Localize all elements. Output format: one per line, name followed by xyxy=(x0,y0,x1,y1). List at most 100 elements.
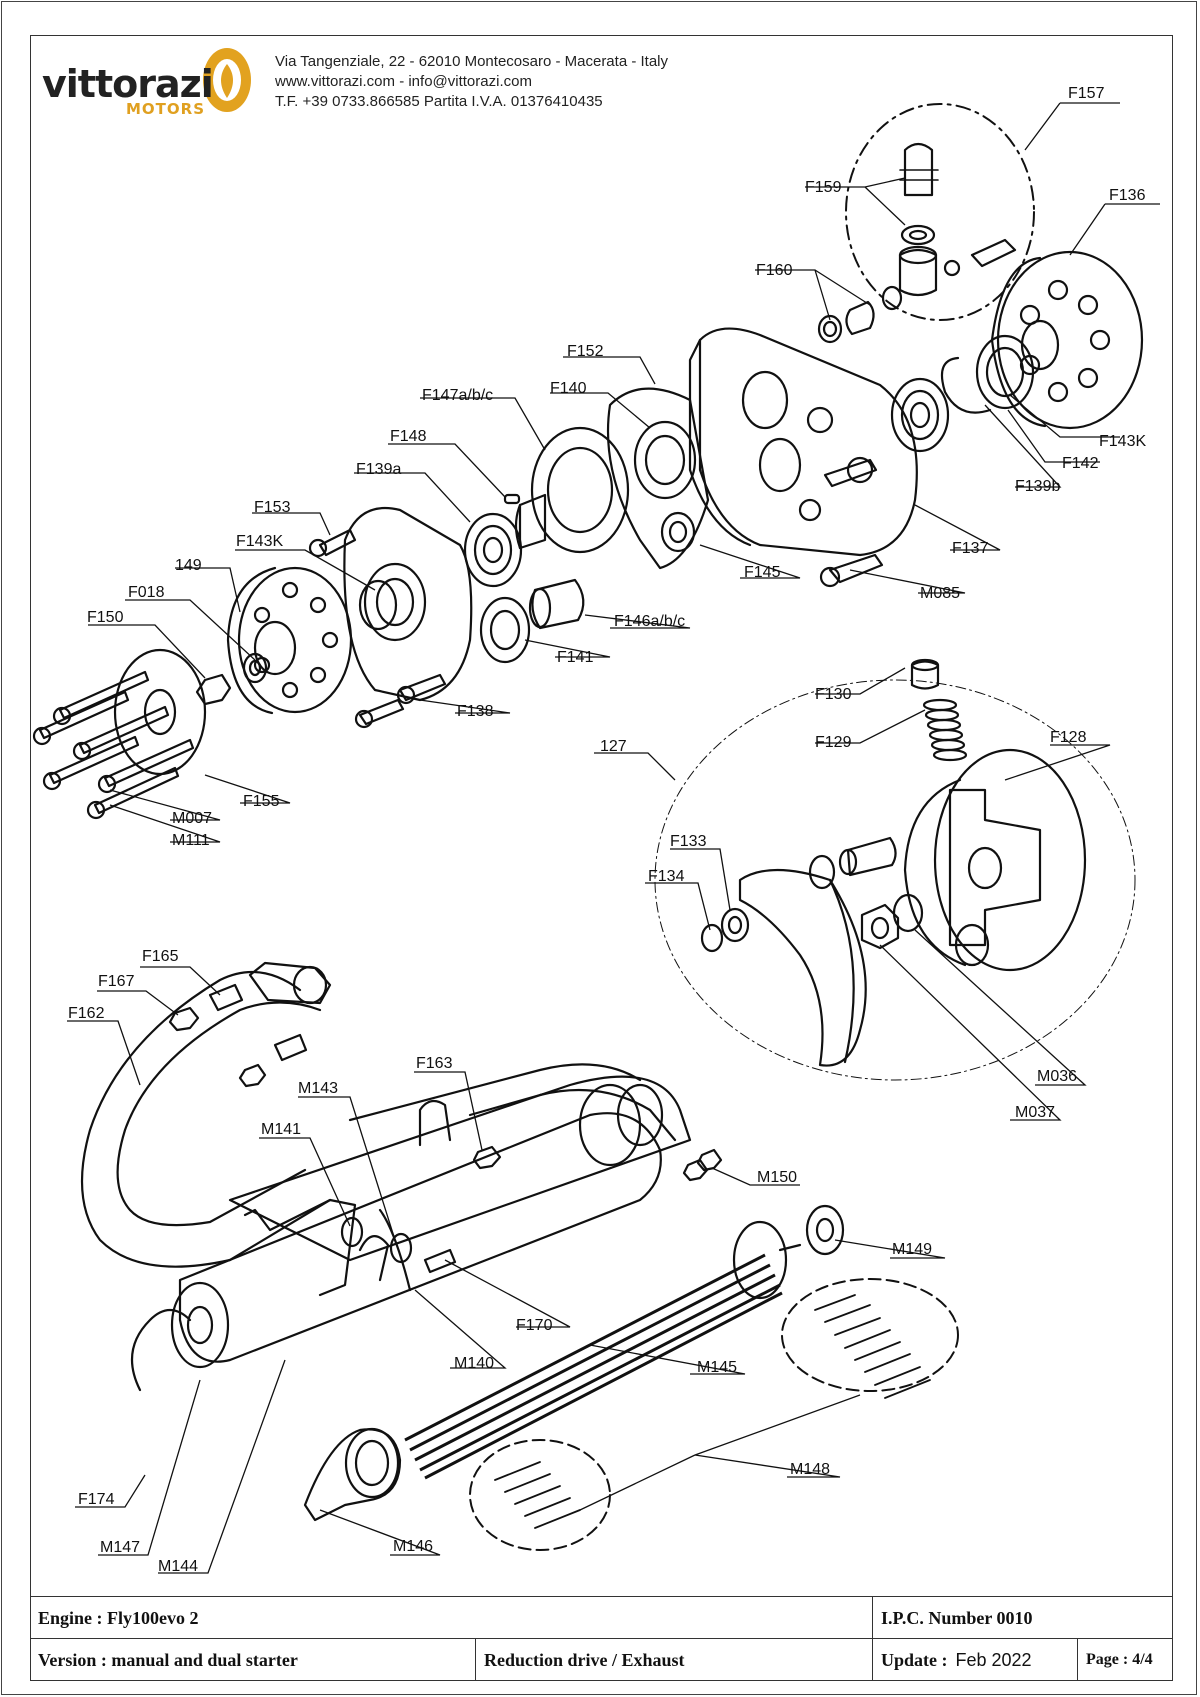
label-f162: F162 xyxy=(68,1005,105,1022)
title-block: Engine : Fly100evo 2 I.P.C. Number 0010 … xyxy=(30,1596,1173,1681)
label-f170: F170 xyxy=(516,1317,553,1334)
logo-wordmark: vittorazi xyxy=(42,62,214,106)
update-value: Feb 2022 xyxy=(955,1649,1032,1670)
drawing-frame xyxy=(30,35,1173,1681)
label-f174: F174 xyxy=(78,1491,115,1508)
part-f143k-circlip-right xyxy=(940,356,992,414)
part-f167-nut xyxy=(168,1006,200,1032)
label-f143k-right: F143K xyxy=(1099,433,1146,450)
part-f160-washer-a xyxy=(817,314,843,344)
part-bolt-f157 xyxy=(970,238,1017,268)
part-m085-bolt xyxy=(828,553,884,584)
part-f143k-seal-left xyxy=(358,579,398,631)
part-f162-header xyxy=(80,970,332,1268)
label-f139b: F139b xyxy=(1015,478,1060,495)
part-f152-gasket xyxy=(606,387,710,570)
company-phone: T.F. +39 0733.866585 Partita I.V.A. 0137… xyxy=(275,93,603,110)
part-f138-cover xyxy=(343,506,473,702)
part-m036-washer xyxy=(892,893,924,933)
company-info: Via Tangenziale, 22 - 62010 Montecosaro … xyxy=(275,52,668,112)
label-m146: M146 xyxy=(393,1538,433,1555)
part-f139a-bearing xyxy=(463,512,523,588)
detail-circle-f157 xyxy=(845,103,1035,321)
engine-name: Engine : Fly100evo 2 xyxy=(38,1607,199,1628)
label-m111: M111 xyxy=(172,832,210,849)
label-f159: F159 xyxy=(805,179,842,196)
part-m145-endcap xyxy=(732,1220,788,1300)
update-cell: Update : Feb 2022 xyxy=(872,1639,1077,1681)
detail-circle-m148-upper xyxy=(781,1278,959,1392)
label-f146abc: F146a/b/c xyxy=(614,613,685,630)
part-m143-bracket xyxy=(358,1235,390,1282)
part-clutch-washer-a xyxy=(808,854,836,890)
label-m007: M007 xyxy=(172,810,212,827)
part-f145-seal xyxy=(660,511,696,553)
label-m141: M141 xyxy=(261,1121,301,1138)
label-m145: M145 xyxy=(697,1359,737,1376)
section-name: Reduction drive / Exhaust xyxy=(475,1639,872,1681)
label-149: 149 xyxy=(175,557,202,574)
label-f152: F152 xyxy=(567,343,604,360)
label-f130: F130 xyxy=(815,686,852,703)
label-f139a: F139a xyxy=(356,461,401,478)
company-web: www.vittorazi.com - info@vittorazi.com xyxy=(275,73,532,90)
label-m148: M148 xyxy=(790,1461,830,1478)
part-149-hub xyxy=(237,566,353,714)
part-f165-stud-a xyxy=(208,983,244,1012)
part-f162-flange xyxy=(248,961,332,1005)
callout-labels: F157 F159 F136 F160 F152 F147a/b/c F140 … xyxy=(68,85,1146,1575)
company-logo: vittorazi MOTORS xyxy=(42,44,252,124)
part-f137-housing xyxy=(698,327,918,557)
part-f129-spring xyxy=(922,698,968,762)
title-row-1: Engine : Fly100evo 2 I.P.C. Number 0010 xyxy=(30,1596,1173,1639)
part-f155-plate xyxy=(113,648,207,776)
part-f128-clutch-base xyxy=(933,748,1087,972)
page-number: Page : 4/4 xyxy=(1077,1639,1173,1681)
part-m141-bracket xyxy=(243,1198,357,1297)
part-f148-key xyxy=(503,493,521,505)
company-address: Via Tangenziale, 22 - 62010 Montecosaro … xyxy=(275,53,669,70)
label-f128: F128 xyxy=(1050,729,1087,746)
label-f129: F129 xyxy=(815,734,852,751)
part-exhaust-midpipe xyxy=(468,1088,677,1142)
label-f133: F133 xyxy=(670,833,707,850)
part-silencer-upper xyxy=(228,1075,692,1262)
label-f155: F155 xyxy=(243,793,280,810)
label-f160: F160 xyxy=(756,262,793,279)
label-f147abc: F147a/b/c xyxy=(422,387,493,404)
part-f138-bolt-a xyxy=(398,673,447,702)
label-f167: F167 xyxy=(98,973,135,990)
label-m147: M147 xyxy=(100,1539,140,1556)
part-f160-bush xyxy=(845,300,875,336)
part-f165-stud-b xyxy=(273,1033,308,1062)
part-f163-nut xyxy=(472,1145,502,1170)
label-f148: F148 xyxy=(390,428,427,445)
label-m144: M144 xyxy=(158,1558,198,1575)
part-m149-plate xyxy=(805,1204,845,1256)
title-row-2: Version : manual and dual starter Reduct… xyxy=(30,1638,1173,1681)
part-clutch-pin xyxy=(846,836,897,877)
label-m037: M037 xyxy=(1015,1104,1055,1121)
part-m007-bolt-set xyxy=(32,670,195,820)
leader-lines xyxy=(67,102,1160,1574)
part-f147-gear xyxy=(530,426,630,554)
part-f138-bolt-b xyxy=(358,698,405,726)
part-f150-nut xyxy=(195,673,232,706)
label-f134: F134 xyxy=(648,868,685,885)
part-f159-washer xyxy=(900,224,936,246)
label-f145: F145 xyxy=(744,564,781,581)
part-m037-nut xyxy=(860,903,900,950)
version-text: Version : manual and dual starter xyxy=(38,1649,298,1670)
label-f018: F018 xyxy=(128,584,165,601)
part-f159-body xyxy=(898,248,938,297)
logo-subtitle: MOTORS xyxy=(126,100,206,118)
label-m085: M085 xyxy=(920,585,960,602)
label-f150: F150 xyxy=(87,609,124,626)
part-m141-washer xyxy=(340,1216,364,1248)
part-f174-band xyxy=(130,1308,192,1392)
part-f142-bearing xyxy=(975,334,1035,410)
label-m143: M143 xyxy=(298,1080,338,1097)
part-f134-clip xyxy=(700,923,724,953)
